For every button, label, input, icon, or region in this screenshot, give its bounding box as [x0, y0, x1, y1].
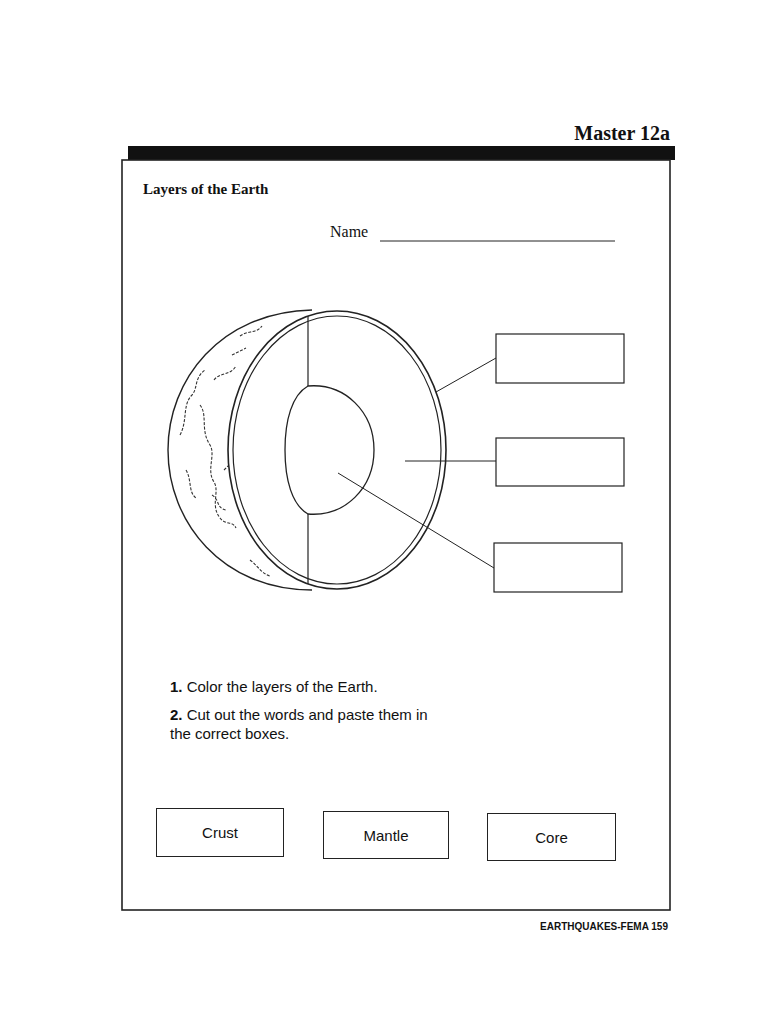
instruction-step: 1. Color the layers of the Earth. — [170, 677, 432, 696]
step-number: 2. — [170, 706, 183, 723]
step-number: 1. — [170, 678, 183, 695]
word-card: Core — [487, 813, 616, 861]
master-number: Master 12a — [574, 122, 670, 145]
word-label: Mantle — [363, 827, 408, 844]
name-field: Name — [330, 223, 368, 241]
footer-source: EARTHQUAKES-FEMA 159 — [540, 921, 668, 932]
worksheet-title: Layers of the Earth — [143, 181, 268, 198]
word-card: Crust — [156, 808, 284, 857]
instruction-step: 2. Cut out the words and paste them in t… — [170, 705, 432, 743]
word-card: Mantle — [323, 811, 449, 859]
word-label: Core — [535, 829, 568, 846]
step-text: Color the layers of the Earth. — [187, 678, 378, 695]
word-label: Crust — [202, 824, 238, 841]
step-text: Cut out the words and paste them in the … — [170, 706, 428, 742]
